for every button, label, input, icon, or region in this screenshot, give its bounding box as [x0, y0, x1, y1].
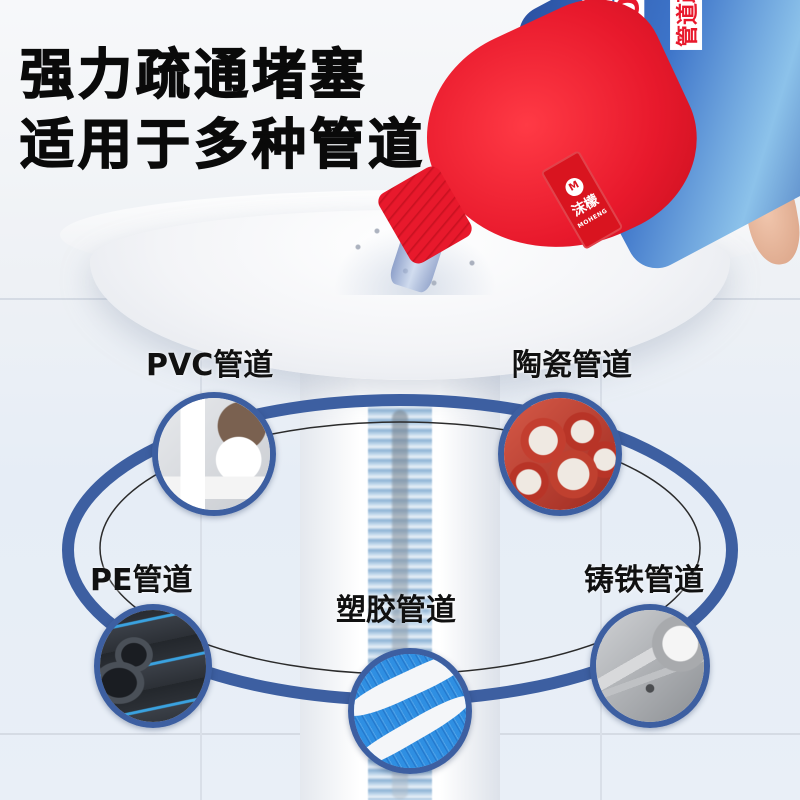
pe-pipe-icon — [100, 610, 206, 722]
label-ceramic: 陶瓷管道 — [512, 348, 632, 383]
pvc-pipe-icon — [158, 398, 270, 510]
ceramic-pipe-image — [498, 392, 622, 516]
label-pe: PE管道 — [90, 563, 193, 598]
bottle-label-cn: 管道疏通剂 — [670, 0, 703, 50]
cast-iron-pipe-image — [590, 604, 710, 728]
headline: 强力疏通堵塞 适用于多种管道 — [19, 40, 426, 180]
pvc-pipe-image — [152, 392, 276, 516]
label-cast-iron: 铸铁管道 — [584, 563, 704, 598]
ceramic-pipe-icon — [504, 398, 616, 510]
label-pvc: PVC管道 — [146, 348, 274, 383]
headline-line-1: 强力疏通堵塞 — [19, 42, 368, 107]
label-plastic: 塑胶管道 — [336, 593, 456, 628]
pe-pipe-image — [94, 604, 212, 728]
headline-line-2: 适用于多种管道 — [19, 112, 426, 177]
plastic-pipe-icon — [354, 654, 466, 768]
plastic-pipe-image — [348, 648, 472, 774]
cast-iron-pipe-icon — [596, 610, 704, 722]
